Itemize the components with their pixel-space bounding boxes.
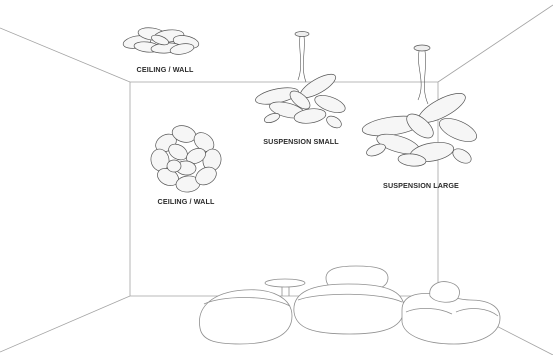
suspension-large-icon: [361, 45, 480, 167]
sofa-right-cushion: [430, 282, 460, 303]
wall-lamp-petal: [167, 160, 181, 172]
ceiling-left-edge: [0, 28, 130, 82]
floor-left-edge: [0, 296, 130, 352]
ceiling-right-edge: [438, 5, 553, 82]
label-ceiling-wall-top: CEILING / WALL: [137, 66, 194, 73]
label-suspension-small: SUSPENSION SMALL: [263, 138, 338, 145]
suspension-large-cable: [418, 51, 421, 100]
furniture-group: [199, 266, 500, 344]
sofa-icon: [294, 284, 404, 334]
suspension-small-cable: [298, 36, 301, 80]
suspension-large-canopy: [414, 45, 430, 51]
suspension-small-icon: [254, 32, 347, 131]
suspension-large-petal: [436, 114, 480, 147]
suspension-large-cable: [424, 51, 428, 104]
label-ceiling-wall-mid: CEILING / WALL: [158, 198, 215, 205]
label-suspension-large: SUSPENSION LARGE: [383, 182, 459, 189]
suspension-small-petal: [325, 114, 344, 131]
suspension-small-cable: [303, 36, 306, 82]
side-table-icon: [265, 279, 305, 287]
suspension-small-canopy: [295, 32, 309, 37]
wall-lamp-icon: [149, 123, 223, 193]
ceiling-lamp-icon: [122, 26, 200, 56]
